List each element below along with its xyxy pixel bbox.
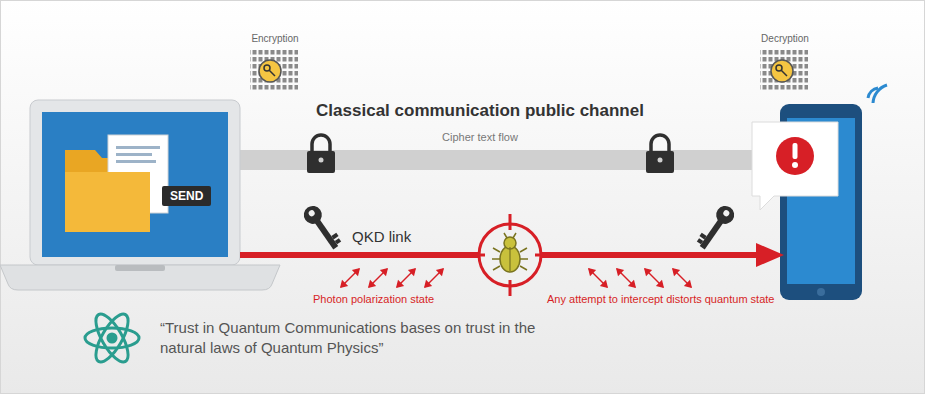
flow-label: Cipher text flow — [442, 131, 518, 144]
button-label: SEND — [170, 189, 203, 203]
encryption-label: Encryption — [251, 33, 298, 45]
key — [300, 202, 343, 252]
photon-label: Photon polarization state — [313, 293, 434, 306]
alert-bubble — [752, 122, 838, 210]
link-label: QKD link — [352, 228, 411, 246]
eavesdropper-bug — [469, 214, 551, 296]
padlock — [646, 135, 674, 173]
quote: “Trust in Quantum Communications bases o… — [160, 318, 560, 359]
laptop — [0, 100, 280, 290]
send-button: SEND — [162, 186, 211, 206]
decryption-label: Decryption — [761, 33, 809, 45]
decryption-icon — [760, 50, 808, 92]
channel-title: Classical communication public channel — [316, 101, 644, 121]
padlock — [307, 135, 335, 173]
photon-marks — [341, 269, 691, 287]
key — [695, 202, 738, 252]
atom-icon — [85, 310, 139, 367]
encryption-icon — [250, 50, 298, 92]
intercept-label: Any attempt to intercept distorts quantu… — [547, 293, 774, 306]
